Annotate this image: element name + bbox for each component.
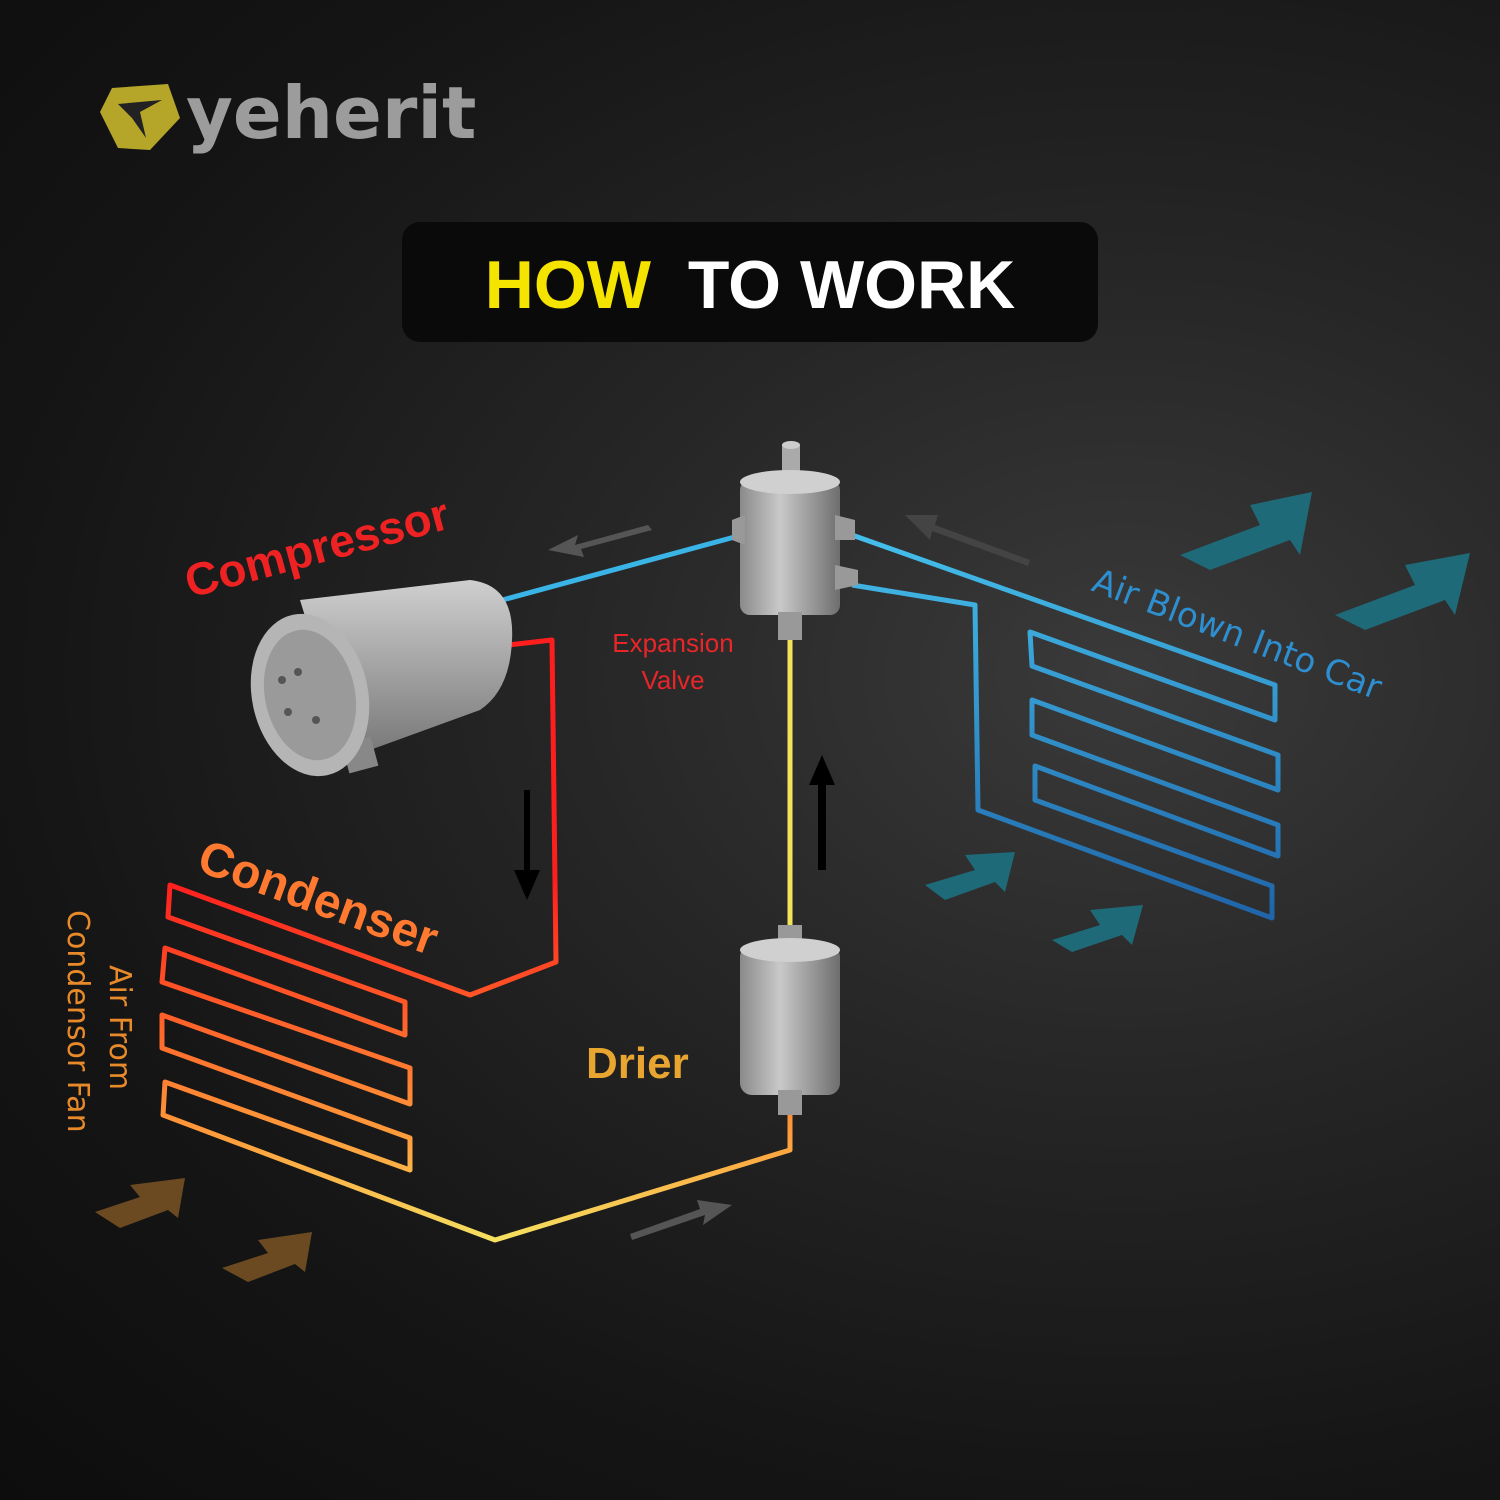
expansion-valve-label-line2: Valve xyxy=(641,665,704,695)
drier-icon xyxy=(740,925,840,1115)
title-rest: TO WORK xyxy=(688,247,1015,323)
flow-arrows xyxy=(514,515,1030,1240)
air-from-label-line1: Air From xyxy=(102,965,137,1090)
arrow-up-icon xyxy=(809,755,835,870)
drier-label: Drier xyxy=(586,1039,689,1088)
air-arrows-warm xyxy=(95,1178,312,1282)
arrow-left-icon xyxy=(905,515,1030,566)
evaporator-coil xyxy=(851,532,1281,921)
hot-line xyxy=(159,637,793,1243)
air-arrow-icon xyxy=(1180,492,1312,570)
air-arrow-icon xyxy=(1052,905,1143,952)
brand-name: yeherit xyxy=(186,71,476,155)
air-arrow-icon xyxy=(1335,553,1470,630)
air-arrow-icon xyxy=(95,1178,185,1228)
suction-line xyxy=(494,532,743,605)
arrow-left-icon xyxy=(548,525,652,557)
title-box xyxy=(402,222,1098,342)
arrow-down-icon xyxy=(514,790,540,900)
condenser-label: Condenser xyxy=(191,831,445,967)
expansion-valve-label-line1: Expansion xyxy=(612,628,733,658)
air-from-label-line2: Condensor Fan xyxy=(60,910,95,1133)
air-arrow-icon xyxy=(222,1232,312,1282)
air-arrows-cold xyxy=(925,492,1470,952)
air-arrow-icon xyxy=(925,852,1015,900)
brand-logo: yeherit xyxy=(100,71,476,155)
compressor-icon xyxy=(250,580,513,777)
expansion-valve-icon xyxy=(732,441,858,640)
title-highlight: HOW xyxy=(485,247,652,323)
arrow-right-icon xyxy=(630,1200,732,1240)
page-title: HOW TO WORK xyxy=(485,247,1015,323)
